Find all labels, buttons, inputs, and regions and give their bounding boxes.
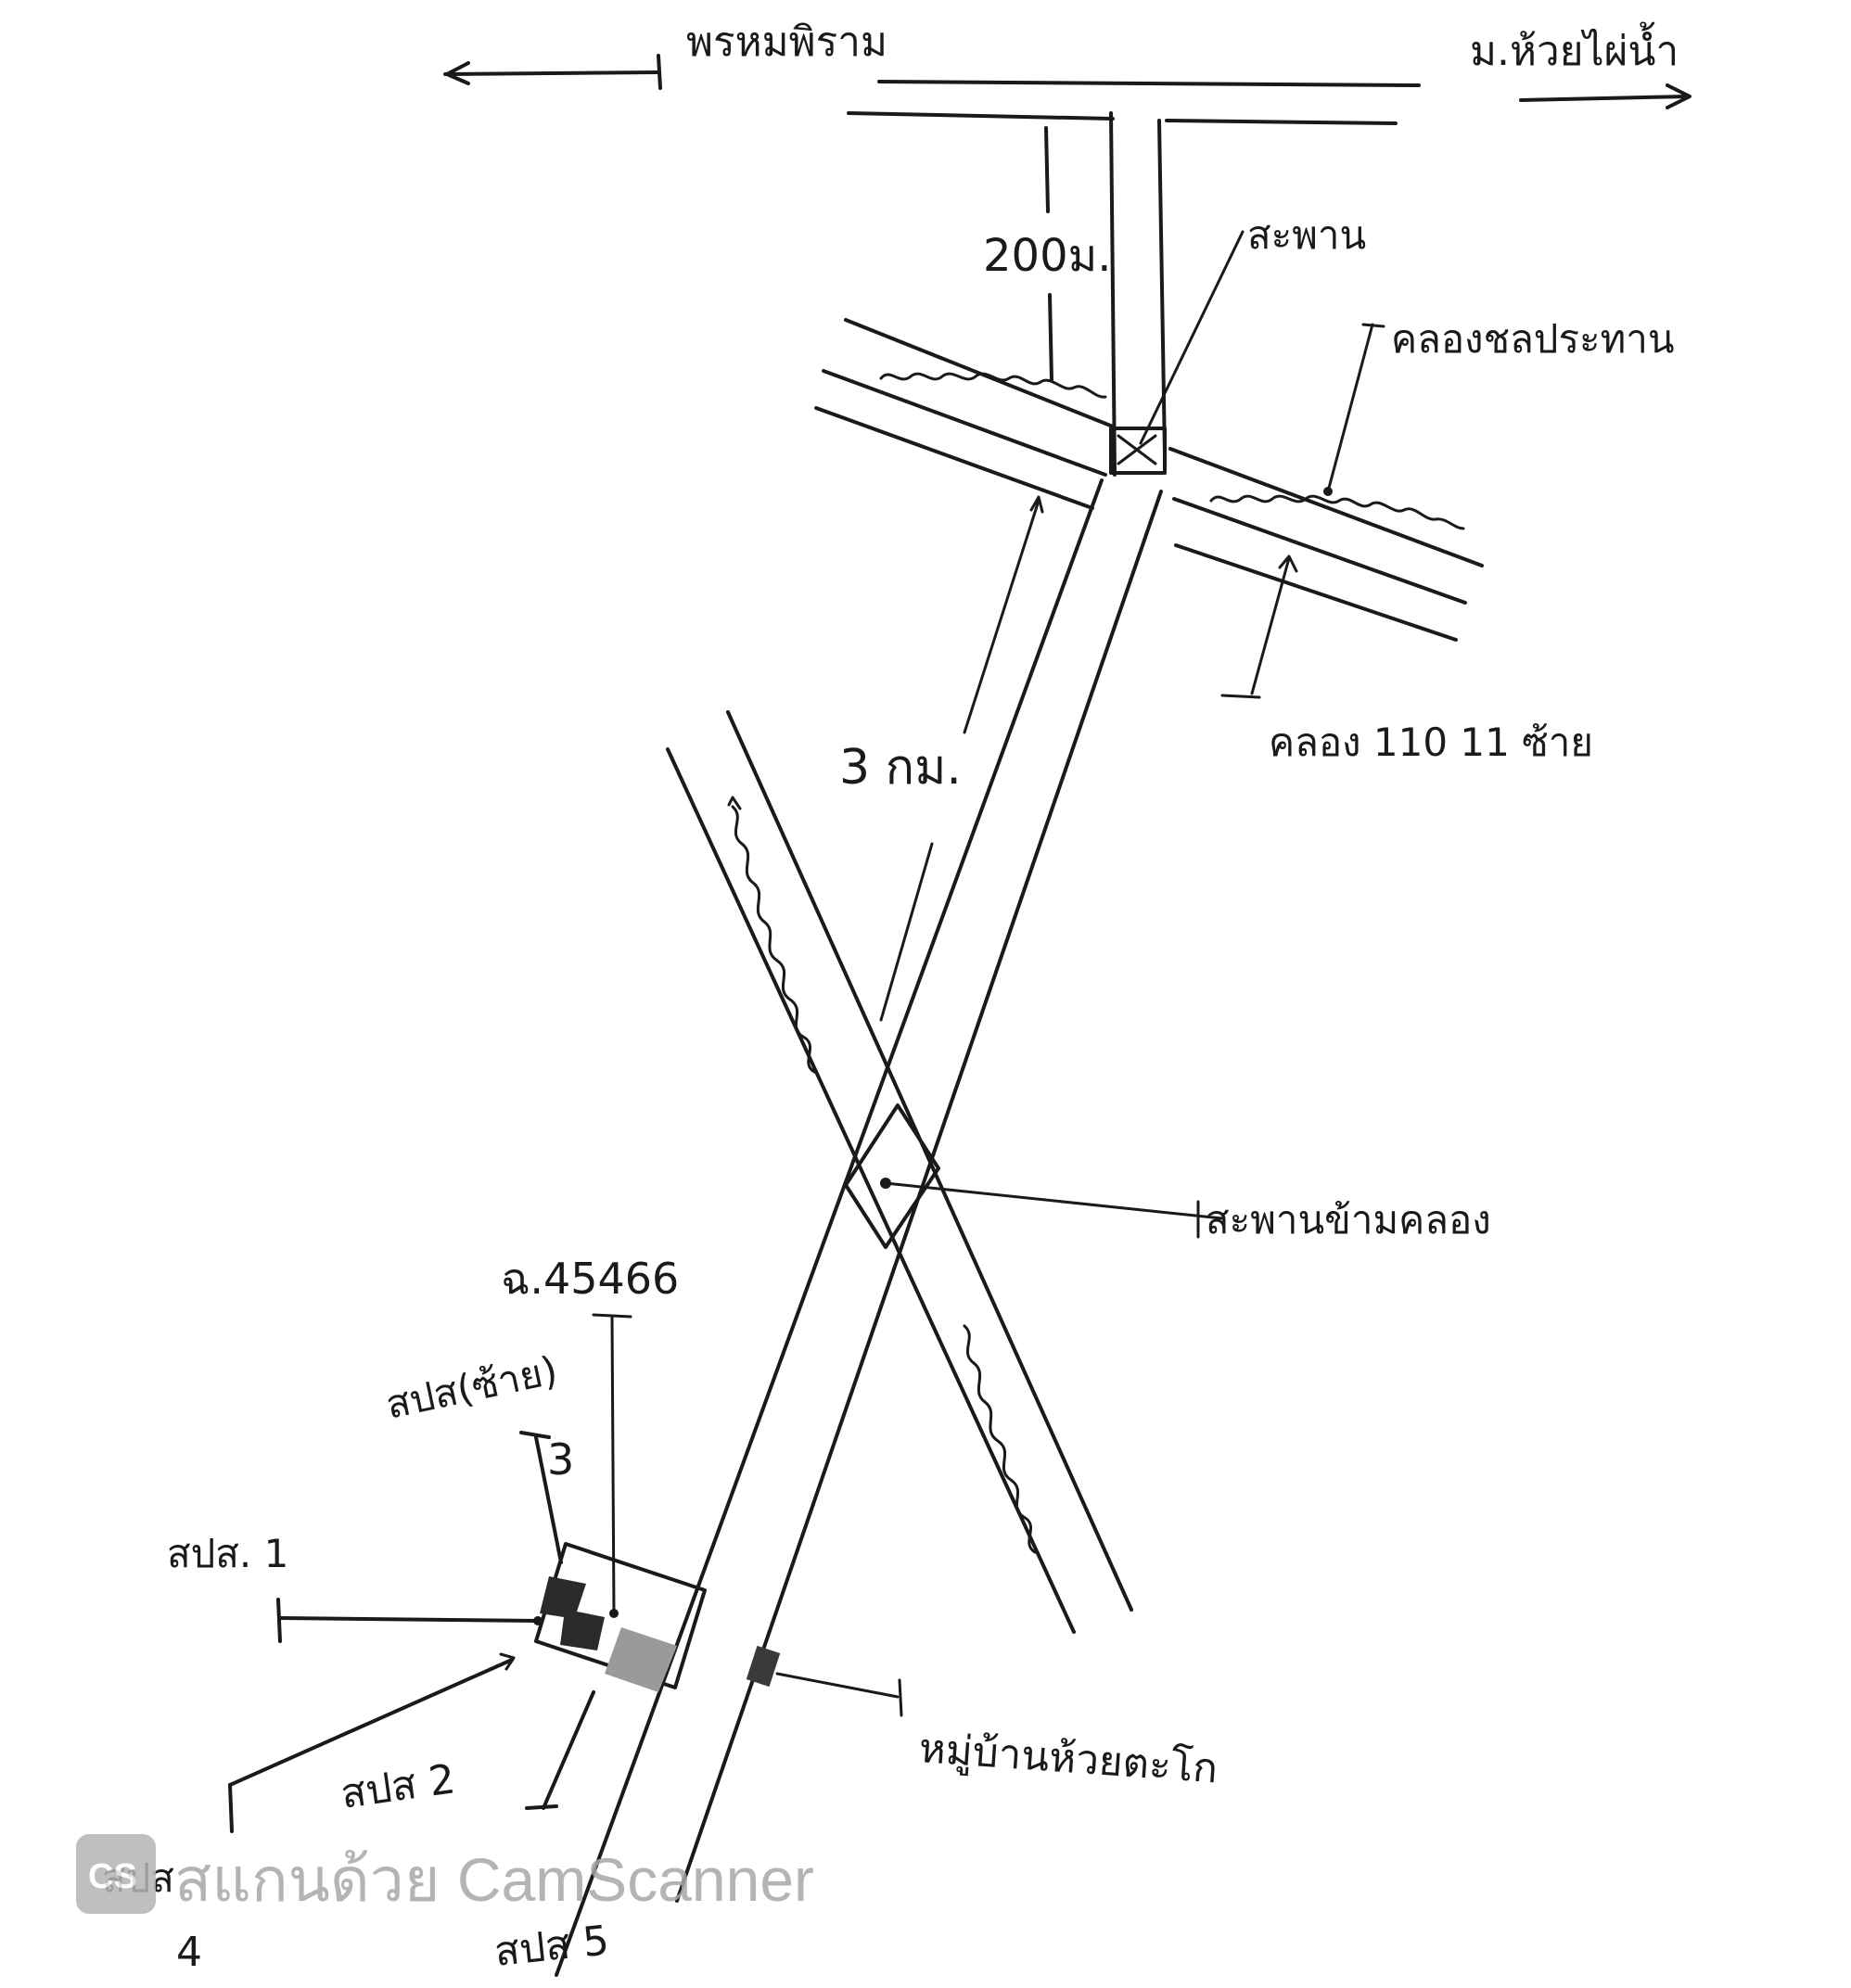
label-spss-4-number: 4 bbox=[176, 1929, 202, 1976]
label-spss-2: สปส 2 bbox=[338, 1755, 458, 1818]
spss-2-leader bbox=[525, 1690, 595, 1810]
spss-4-leader bbox=[228, 1652, 516, 1833]
left-direction-arrow bbox=[443, 54, 662, 90]
label-spss-left-3-number: 3 bbox=[547, 1434, 574, 1485]
village-marker bbox=[746, 1645, 903, 1717]
label-bridge-crossing: สะพานข้ามคลอง bbox=[1206, 1197, 1491, 1242]
label-pole-number: ฉ.45466 bbox=[501, 1254, 679, 1304]
crossing-bridge bbox=[844, 1103, 1224, 1249]
pole-marker-leader bbox=[592, 1313, 632, 1618]
label-canal-number: คลอง 110 11 ซ้าย bbox=[1269, 720, 1593, 765]
label-distance-200m: 200ม. bbox=[983, 230, 1112, 282]
spss-left-3-leader bbox=[519, 1431, 563, 1564]
label-bridge-top: สะพาน bbox=[1247, 212, 1366, 258]
dimension-3km bbox=[879, 495, 1044, 1022]
camscanner-logo-text: CS bbox=[88, 1857, 137, 1896]
top-bridge bbox=[1109, 427, 1167, 475]
label-spss-1: สปส. 1 bbox=[167, 1531, 288, 1576]
access-road-upper bbox=[1109, 111, 1167, 477]
label-distance-3km: 3 กม. bbox=[839, 740, 962, 796]
lower-canal bbox=[666, 710, 1133, 1634]
camscanner-watermark: CS สแกนด้วย CamScanner bbox=[76, 1834, 814, 1914]
camscanner-logo-icon bbox=[76, 1834, 156, 1914]
spss-1-leader bbox=[276, 1598, 543, 1643]
top-road bbox=[847, 80, 1421, 125]
label-top-right-direction: ม.ห้วยไผ่น้ำ bbox=[1470, 21, 1679, 75]
label-top-left-direction: พรหมพิราม bbox=[686, 19, 887, 66]
label-canal: คลองชลประทาน bbox=[1391, 316, 1675, 362]
irrigation-canal bbox=[814, 318, 1484, 642]
substation-site bbox=[534, 1542, 707, 1692]
label-village: หมู่บ้านห้วยตะโก bbox=[917, 1725, 1219, 1793]
label-spss-5: สปส 5 bbox=[492, 1917, 611, 1976]
canal-number-arrow bbox=[1220, 554, 1298, 699]
camscanner-text: สแกนด้วย CamScanner bbox=[174, 1845, 814, 1914]
label-spss-left-3: สปส(ซ้าย) bbox=[382, 1347, 561, 1428]
bridge-top-leader bbox=[1139, 230, 1245, 445]
dimension-200m bbox=[1044, 126, 1053, 382]
canal-label-arrow bbox=[1323, 323, 1385, 496]
right-direction-arrow bbox=[1519, 83, 1691, 109]
